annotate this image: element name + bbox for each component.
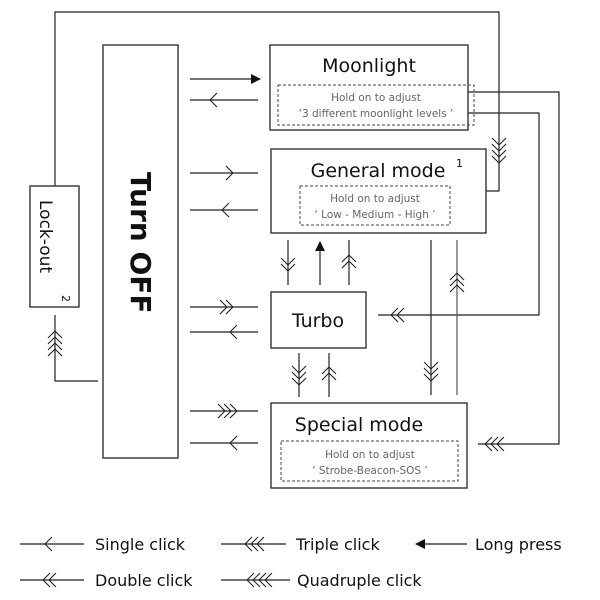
off-moonlight-connectors bbox=[190, 74, 261, 108]
general-turbo-connectors bbox=[280, 240, 357, 285]
lockout-label: Lock-out bbox=[35, 200, 55, 273]
quadruple-chevron-down bbox=[491, 137, 507, 164]
legend-long-press: Long press bbox=[415, 535, 562, 554]
general-mode-levels: ‘ Low - Medium - High ’ bbox=[314, 209, 435, 221]
legend-triple-label: Triple click bbox=[295, 535, 380, 554]
legend-single-label: Single click bbox=[95, 535, 186, 554]
legend-double-label: Double click bbox=[95, 571, 193, 590]
legend-single-click: Single click bbox=[20, 535, 186, 554]
general-mode-hint: Hold on to adjust bbox=[330, 193, 420, 205]
special-mode-node[interactable]: Special mode Hold on to adjust ‘ Strobe-… bbox=[270, 402, 468, 489]
general-mode-title: General mode bbox=[311, 160, 446, 182]
off-general-connectors bbox=[190, 165, 258, 218]
general-to-special-connector bbox=[423, 240, 439, 395]
moonlight-to-turbo-connector bbox=[378, 112, 540, 323]
lockout-footnote: 2 bbox=[59, 295, 72, 302]
off-turbo-connectors bbox=[190, 299, 258, 340]
legend-triple-click: Triple click bbox=[221, 535, 380, 554]
moonlight-hint: Hold on to adjust bbox=[331, 92, 421, 104]
legend-quadruple-label: Quadruple click bbox=[297, 571, 422, 590]
general-mode-node[interactable]: General mode 1 Hold on to adjust ‘ Low -… bbox=[270, 148, 487, 234]
moonlight-node[interactable]: Moonlight Hold on to adjust ‘3 different… bbox=[269, 44, 475, 131]
turn-off-node[interactable]: Turn OFF bbox=[102, 44, 179, 459]
off-to-lockout-connector bbox=[47, 315, 98, 382]
legend-double-click: Double click bbox=[20, 571, 193, 590]
moonlight-to-special-connector bbox=[468, 91, 560, 452]
general-mode-footnote: 1 bbox=[456, 157, 463, 170]
lockout-to-general-connector bbox=[54, 11, 507, 192]
turbo-title: Turbo bbox=[291, 310, 344, 332]
turbo-special-connectors bbox=[291, 353, 337, 397]
turbo-node[interactable]: Turbo bbox=[270, 291, 367, 349]
moonlight-title: Moonlight bbox=[322, 55, 416, 77]
turn-off-label: Turn OFF bbox=[124, 172, 157, 314]
legend-long-press-label: Long press bbox=[475, 535, 562, 554]
legend-quadruple-click: Quadruple click bbox=[221, 571, 422, 590]
moonlight-levels: ‘3 different moonlight levels ’ bbox=[299, 108, 454, 120]
special-to-general-connector bbox=[449, 240, 465, 395]
off-special-connectors bbox=[190, 403, 258, 451]
special-mode-title: Special mode bbox=[295, 414, 423, 436]
lockout-node[interactable]: Lock-out 2 bbox=[29, 185, 80, 308]
legend: Single click Double click Triple click Q… bbox=[20, 535, 562, 590]
special-mode-hint: Hold on to adjust bbox=[325, 449, 415, 461]
special-mode-levels: ‘ Strobe-Beacon-SOS ’ bbox=[312, 465, 428, 477]
